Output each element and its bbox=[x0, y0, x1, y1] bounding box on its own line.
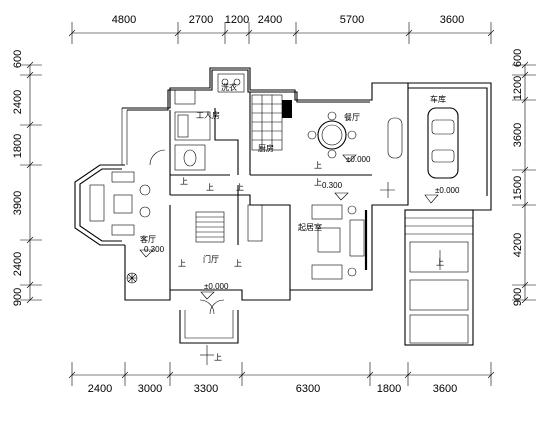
bottom-dim-4: 6300 bbox=[296, 383, 320, 395]
right-dim-6: 900 bbox=[512, 288, 524, 306]
bottom-dim-1: 2400 bbox=[88, 383, 112, 395]
up-label-porch: 上 bbox=[214, 353, 222, 362]
level-dining: ±0.000 bbox=[346, 155, 371, 164]
up-label-hall: 上 bbox=[206, 183, 214, 192]
left-dim-3: 1800 bbox=[12, 134, 24, 158]
top-dim-2: 2700 bbox=[189, 14, 213, 26]
label-dining: 餐厅 bbox=[344, 113, 360, 122]
left-dim-5: 2400 bbox=[12, 252, 24, 276]
top-dim-6: 3600 bbox=[440, 14, 464, 26]
bottom-dim-2: 3000 bbox=[138, 383, 162, 395]
label-servant: 工人房 bbox=[196, 110, 220, 120]
bottom-dim-5: 1800 bbox=[377, 383, 401, 395]
bottom-dim-6: 3600 bbox=[433, 383, 457, 395]
right-dim-5: 4200 bbox=[512, 233, 524, 257]
right-dim-4: 1500 bbox=[512, 176, 524, 200]
up-label-left: 上 bbox=[180, 177, 188, 186]
left-dim-2: 2400 bbox=[12, 90, 24, 114]
up-label-foyer: 上 bbox=[234, 259, 242, 268]
level-foyer: ±0.000 bbox=[204, 282, 229, 291]
top-dim-1: 4800 bbox=[112, 14, 136, 26]
right-dim-2: 1200 bbox=[512, 76, 524, 100]
label-family: 起居室 bbox=[298, 222, 322, 232]
label-wash: 洗衣 bbox=[221, 82, 237, 92]
top-dimension-chain: 4800 2700 1200 2400 5700 3600 bbox=[68, 14, 495, 44]
up-label-living: 上 bbox=[178, 259, 186, 268]
fixtures bbox=[89, 73, 459, 315]
up-label-family: 上 bbox=[314, 178, 322, 187]
top-dim-3: 1200 bbox=[225, 14, 249, 26]
up-label-garage-steps: 上 bbox=[436, 258, 444, 267]
level-family: 0.300 bbox=[322, 181, 343, 190]
top-dim-5: 5700 bbox=[340, 14, 364, 26]
up-label-kitchen: 上 bbox=[314, 161, 322, 170]
right-dim-3: 3600 bbox=[512, 123, 524, 147]
left-dim-6: 900 bbox=[12, 288, 24, 306]
level-garage: ±0.000 bbox=[435, 186, 460, 195]
bottom-dim-3: 3300 bbox=[194, 383, 218, 395]
right-dimension-chain: 600 1200 3600 1500 4200 900 bbox=[512, 49, 536, 306]
left-dim-1: 600 bbox=[12, 50, 24, 68]
building-outline bbox=[74, 67, 492, 346]
label-foyer: 门厅 bbox=[203, 254, 219, 264]
left-dimension-chain: 600 2400 1800 3900 2400 900 bbox=[12, 50, 42, 306]
level-living: 0.300 bbox=[144, 245, 165, 254]
right-dim-1: 600 bbox=[512, 49, 524, 67]
top-dim-4: 2400 bbox=[258, 14, 282, 26]
label-living: 客厅 bbox=[140, 234, 156, 244]
label-garage: 车库 bbox=[430, 94, 446, 104]
stair-up-markers: 上 上 上 上 上 上 上 上 上 bbox=[178, 161, 444, 365]
up-label-hall-2: 上 bbox=[236, 183, 244, 192]
label-kitchen: 厨房 bbox=[258, 143, 274, 153]
bottom-dimension-chain: 2400 3000 3300 6300 1800 3600 bbox=[68, 362, 495, 395]
left-dim-4: 3900 bbox=[12, 191, 24, 215]
